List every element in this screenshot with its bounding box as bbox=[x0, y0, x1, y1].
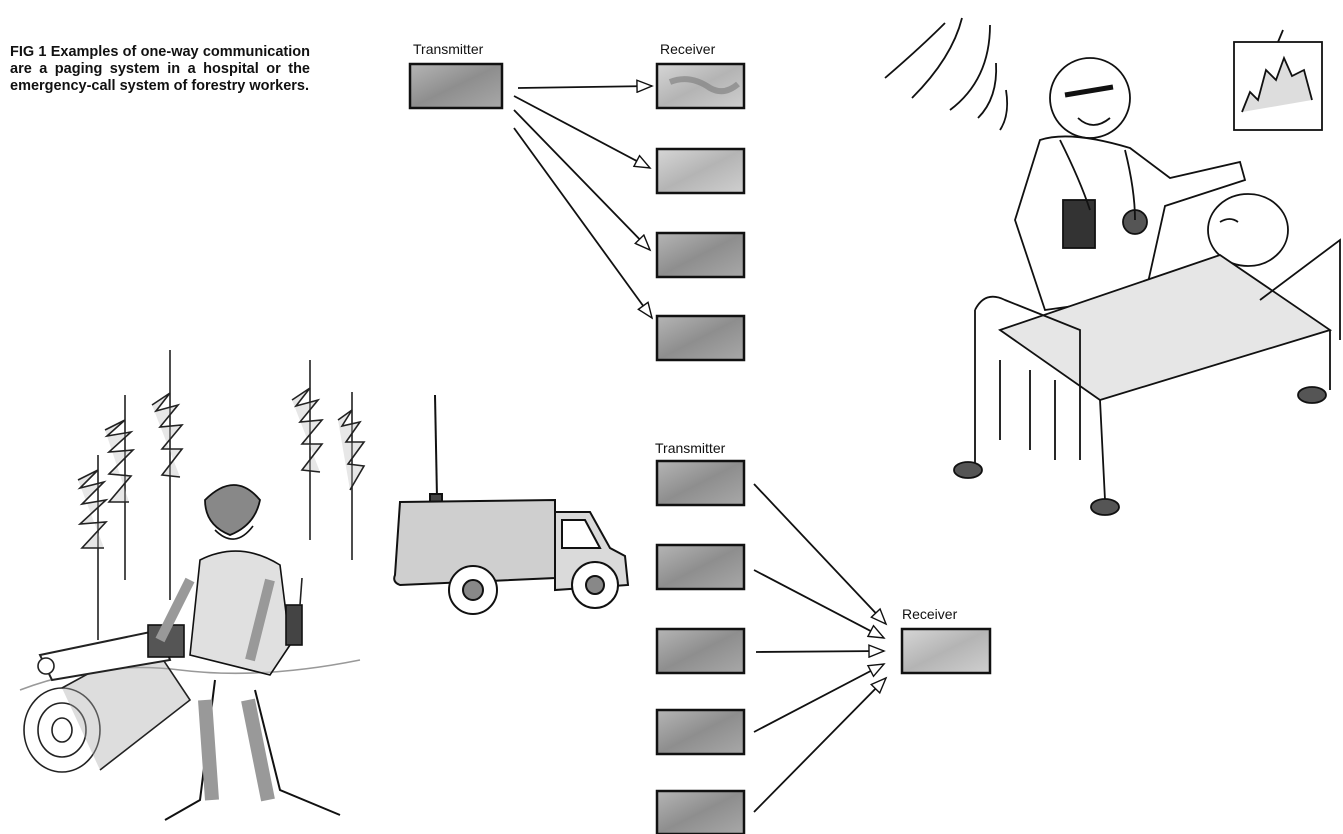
bottom-receiver-label: Receiver bbox=[902, 606, 958, 622]
bottom-transmitter-box bbox=[655, 627, 746, 675]
arrow bbox=[513, 95, 650, 168]
arrow bbox=[753, 664, 884, 733]
arrow bbox=[753, 678, 886, 813]
arrow bbox=[517, 86, 652, 88]
bottom-transmitter-label: Transmitter bbox=[655, 440, 726, 456]
bottom-transmitter-box bbox=[655, 789, 746, 834]
figure-caption: FIG 1 Examples of one-way communication … bbox=[10, 44, 310, 94]
forest-illustration bbox=[19, 350, 366, 821]
top-receiver-box bbox=[655, 231, 746, 279]
top-receiver-label: Receiver bbox=[660, 41, 716, 57]
bottom-transmitter-box bbox=[655, 543, 746, 591]
hospital-illustration bbox=[884, 17, 1341, 516]
top-receiver-box bbox=[655, 147, 746, 195]
arrow bbox=[513, 127, 652, 318]
top-arrows bbox=[513, 86, 652, 318]
top-receiver-box bbox=[655, 62, 746, 110]
arrow bbox=[753, 483, 886, 624]
bottom-receiver-box bbox=[900, 627, 992, 675]
bottom-arrows bbox=[753, 483, 886, 813]
vehicle-illustration bbox=[393, 394, 630, 615]
top-receiver-box bbox=[655, 314, 746, 362]
arrow bbox=[513, 109, 650, 250]
top-transmitter-label: Transmitter bbox=[413, 41, 484, 57]
top-transmitter-box bbox=[408, 62, 504, 110]
arrow bbox=[753, 569, 884, 638]
bottom-transmitter-box bbox=[655, 708, 746, 756]
bottom-transmitter-box bbox=[655, 459, 746, 507]
arrow bbox=[755, 651, 884, 652]
